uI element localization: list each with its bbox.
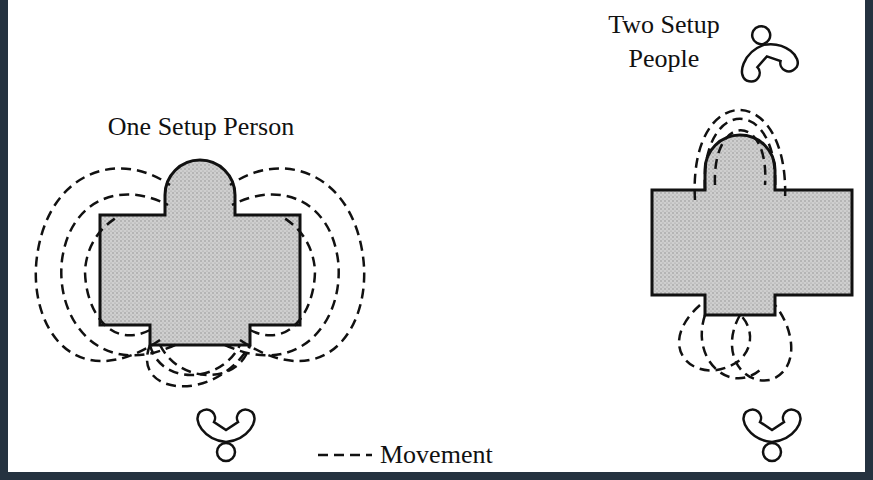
heading-label: One Setup Person xyxy=(36,110,366,144)
heading-label: Two Setup People xyxy=(598,8,730,76)
person-icon xyxy=(198,410,255,461)
legend-line-sample xyxy=(318,454,372,457)
machine-outline xyxy=(652,135,852,315)
machine-outline xyxy=(100,160,300,345)
person-icon xyxy=(731,19,799,83)
legend-text: Movement xyxy=(380,438,550,472)
movement-paths xyxy=(36,110,791,386)
person-icon xyxy=(744,410,801,461)
